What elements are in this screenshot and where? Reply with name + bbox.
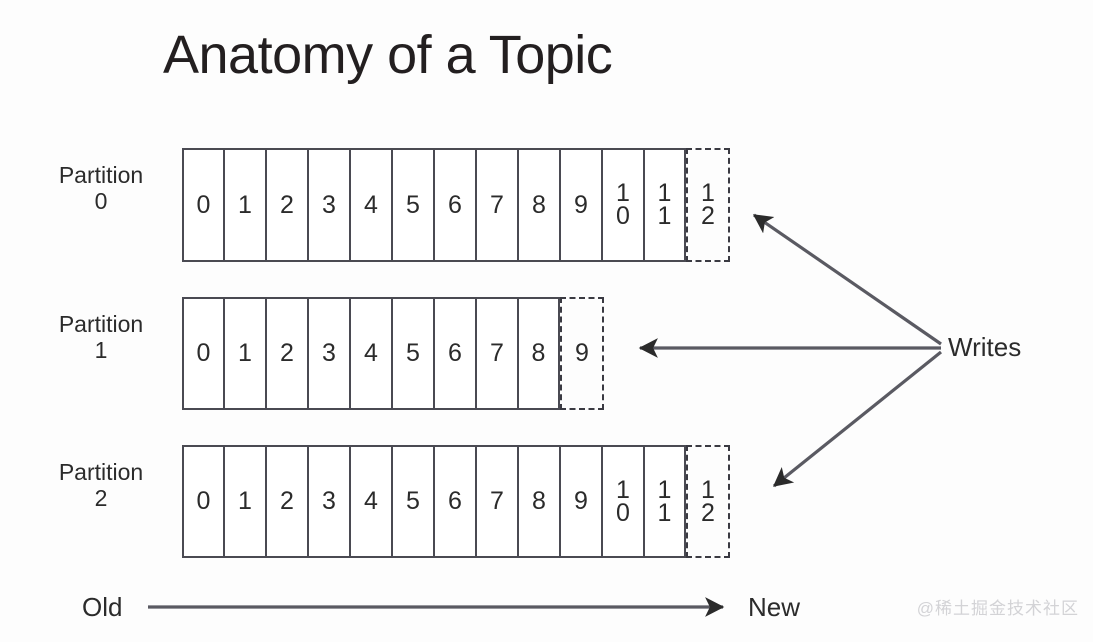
offset-cell[interactable]: 5 [392, 445, 434, 558]
offset-cell[interactable]: 3 [308, 297, 350, 410]
axis-new-label: New [748, 592, 801, 622]
offset-value: 2 [280, 339, 294, 367]
page-title: Anatomy of a Topic [163, 25, 613, 85]
offset-value: 4 [364, 487, 378, 515]
offset-cell[interactable]: 7 [476, 445, 518, 558]
offset-cell[interactable]: 7 [476, 148, 518, 262]
offset-cell[interactable]: 6 [434, 148, 476, 262]
partition-row-1: Partition 1 0 1 2 3 4 5 6 7 8 9 [0, 297, 1093, 410]
offset-cell[interactable]: 2 [266, 148, 308, 262]
offset-value: 3 [322, 487, 336, 515]
offset-value: 7 [490, 190, 504, 219]
pending-offset-cell[interactable]: 9 [560, 297, 604, 410]
offset-value: 2 [280, 487, 294, 515]
offset-cell[interactable]: 1 [224, 445, 266, 558]
partition-label-name: Partition [58, 162, 144, 188]
offset-cell[interactable]: 5 [392, 148, 434, 262]
offset-value: 3 [322, 339, 336, 367]
writes-label: Writes [948, 332, 1022, 362]
offset-cell[interactable]: 3 [308, 445, 350, 558]
partition-label-index: 2 [94, 484, 108, 511]
offset-cell[interactable]: 0 [182, 148, 224, 262]
partition-label-name: Partition [58, 311, 144, 337]
offset-value: 9 [574, 487, 588, 515]
offset-value: 3 [322, 190, 336, 219]
offset-value: 2 [280, 190, 294, 219]
offset-cell[interactable]: 3 [308, 148, 350, 262]
offset-cell[interactable]: 0 [182, 445, 224, 558]
offset-value: 0 [196, 190, 211, 219]
offset-value: 1 [238, 339, 252, 367]
offset-cell[interactable]: 8 [518, 297, 560, 410]
offset-value: 8 [531, 339, 546, 367]
offset-cell[interactable]: 8 [518, 148, 560, 262]
offset-value: 6 [448, 190, 462, 219]
partition-label-index: 1 [94, 336, 108, 363]
offset-cell[interactable]: 7 [476, 297, 518, 410]
offset-cell[interactable]: 9 [560, 148, 602, 262]
partition-label-name: Partition [58, 459, 144, 485]
offset-value: 6 [448, 487, 462, 515]
partition-label-2: Partition 2 [40, 459, 162, 512]
axis-old-label: Old [82, 592, 123, 622]
offset-cell[interactable]: 5 [392, 297, 434, 410]
offset-cell[interactable]: 8 [518, 445, 560, 558]
offset-value: 1 [238, 487, 252, 515]
offset-value: 5 [406, 190, 420, 219]
offset-value: 0 [196, 487, 211, 515]
offset-value: 4 [364, 190, 378, 219]
offset-cell[interactable]: 1 [224, 297, 266, 410]
offset-value: 6 [448, 339, 462, 367]
pending-offset-value: 9 [575, 339, 589, 367]
offset-value: 8 [532, 487, 546, 515]
offset-value: 7 [490, 339, 504, 367]
offset-cell[interactable]: 6 [434, 445, 476, 558]
partition-segments-1: 0 1 2 3 4 5 6 7 8 9 [182, 297, 604, 410]
offset-value: 7 [490, 487, 504, 515]
offset-value: 1 [238, 190, 252, 219]
offset-cell[interactable]: 6 [434, 297, 476, 410]
offset-value: 0 [196, 339, 211, 367]
offset-value: 9 [574, 190, 588, 219]
offset-cell[interactable]: 2 [266, 445, 308, 558]
offset-cell[interactable]: 0 [182, 297, 224, 410]
partition-label-index: 0 [94, 187, 108, 214]
offset-cell[interactable]: 2 [266, 297, 308, 410]
offset-cell[interactable]: 4 [350, 148, 392, 262]
offset-cell[interactable]: 4 [350, 445, 392, 558]
offset-value: 4 [364, 339, 378, 367]
offset-value: 5 [406, 339, 420, 367]
offset-cell[interactable]: 9 [560, 445, 602, 558]
partition-label-1: Partition 1 [40, 311, 162, 364]
partition-label-0: Partition 0 [40, 162, 162, 215]
offset-cell[interactable]: 4 [350, 297, 392, 410]
watermark: @稀土掘金技术社区 [916, 599, 1079, 618]
offset-value: 5 [406, 487, 420, 515]
offset-value: 8 [532, 190, 546, 219]
offset-cell[interactable]: 1 [224, 148, 266, 262]
